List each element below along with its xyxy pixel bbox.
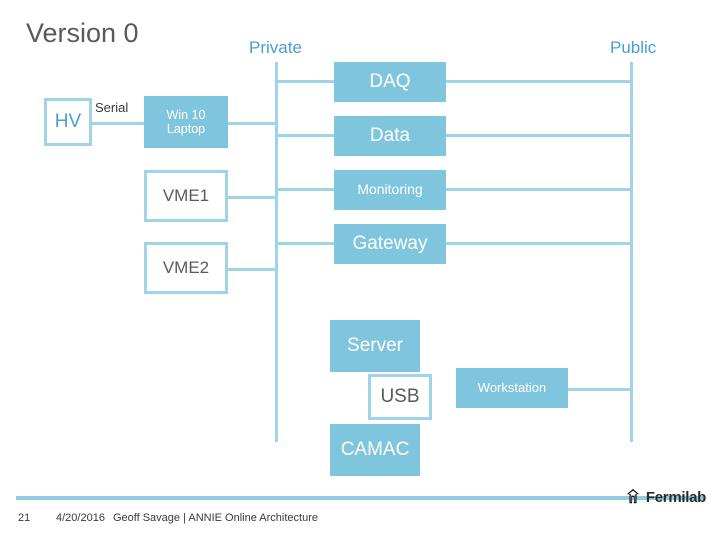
box-camac-label: CAMAC [340,439,410,461]
laptop-private-line [228,122,277,125]
gateway-public-line [276,242,632,245]
box-workstation[interactable]: Workstation [456,368,568,408]
vme2-private-line [228,268,277,271]
box-hv-label: HV [54,111,82,133]
box-vme2[interactable]: VME2 [144,242,228,294]
box-monitoring[interactable]: Monitoring [334,170,446,210]
footer-date: 4/20/2016 [56,512,105,524]
box-workstation-label: Workstation [477,379,547,395]
box-usb[interactable]: USB [368,374,432,420]
daq-public-line [276,80,632,83]
box-vme2-label: VME2 [162,258,210,278]
footer-credit: 4/20/2016 Geoff Savage | ANNIE Online Arc… [56,512,318,524]
fermilab-logo: Fermilab [624,488,706,506]
box-daq[interactable]: DAQ [334,62,446,102]
data-public-line [276,134,632,137]
box-hv[interactable]: HV [44,98,92,146]
hv-laptop-line [90,122,144,125]
workstation-public-line [556,388,632,391]
box-vme1[interactable]: VME1 [144,170,228,222]
box-win10-laptop-line1: Win 10 [166,108,206,122]
monitoring-public-line [276,188,632,191]
public-backbone-line [630,62,633,442]
footer-page-number: 21 [18,512,31,524]
box-server-label: Server [347,335,403,357]
box-camac[interactable]: CAMAC [330,424,420,476]
private-backbone-line [275,62,278,442]
public-zone-label: Public [610,38,657,57]
footer-credit-text: Geoff Savage | ANNIE Online Architecture [112,512,318,524]
box-daq-label: DAQ [369,71,411,93]
fermilab-logo-text: Fermilab [645,488,706,506]
page-title: Version 0 [26,18,139,48]
box-win10-laptop[interactable]: Win 10 Laptop [144,96,228,148]
box-monitoring-label: Monitoring [357,181,423,198]
footer-divider [16,496,704,500]
box-server[interactable]: Server [330,320,420,372]
box-data[interactable]: Data [334,116,446,156]
serial-link-label: Serial [95,100,129,115]
vme1-private-line [228,196,277,199]
box-gateway-label: Gateway [352,233,428,255]
private-zone-label: Private [249,38,302,57]
box-usb-label: USB [380,386,420,408]
box-win10-laptop-line2: Laptop [166,122,206,136]
box-gateway[interactable]: Gateway [334,224,446,264]
fermilab-mark-icon [626,488,640,504]
box-data-label: Data [369,125,411,147]
box-vme1-label: VME1 [162,186,210,206]
